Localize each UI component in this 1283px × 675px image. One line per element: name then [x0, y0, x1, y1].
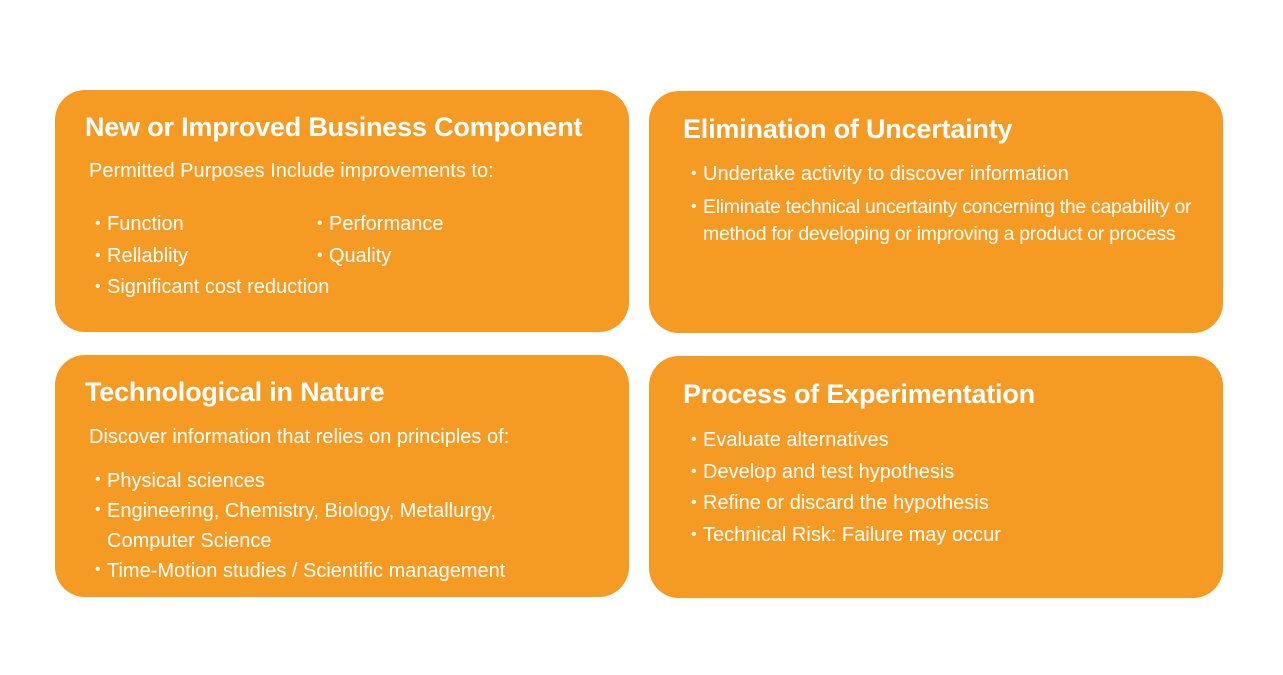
card-technological-in-nature: Technological in Nature Discover informa… [55, 355, 629, 597]
list-item: •Eliminate technical uncertainty concern… [691, 194, 1223, 248]
list-item: •Develop and test hypothesis [691, 457, 1001, 489]
bullet-icon: • [95, 501, 101, 518]
list-item: •Undertake activity to discover informat… [691, 161, 1223, 188]
list-item: •Refine or discard the hypothesis [691, 488, 1001, 520]
list-item: •Time-Motion studies / Scientific manage… [95, 556, 527, 586]
card-title: Process of Experimentation [683, 379, 1035, 409]
bullet-icon: • [691, 525, 697, 543]
bullet-icon: • [691, 165, 697, 182]
bullet-list-right: •Performance •Quality [317, 209, 444, 272]
bullet-icon: • [95, 561, 101, 578]
bullet-list: •Physical sciences •Engineering, Chemist… [95, 466, 527, 586]
card-title: Technological in Nature [85, 377, 385, 407]
list-item: •Rellablity [95, 241, 329, 273]
bullet-icon: • [95, 278, 101, 295]
list-item: •Engineering, Chemistry, Biology, Metall… [95, 496, 527, 556]
bullet-list: •Evaluate alternatives •Develop and test… [691, 425, 1001, 551]
card-title: New or Improved Business Component [85, 112, 583, 142]
card-subtitle: Permitted Purposes Include improvements … [89, 160, 494, 182]
bullet-list-left: •Function •Rellablity •Significant cost … [95, 209, 329, 304]
list-item: •Significant cost reduction [95, 272, 329, 304]
list-item: •Physical sciences [95, 466, 527, 496]
bullet-icon: • [317, 246, 323, 264]
list-item: •Performance [317, 209, 444, 241]
bullet-icon: • [691, 198, 697, 215]
bullet-icon: • [95, 215, 101, 232]
card-title: Elimination of Uncertainty [683, 114, 1013, 144]
card-new-or-improved-business-component: New or Improved Business Component Permi… [55, 90, 629, 332]
bullet-icon: • [95, 471, 101, 488]
list-item: •Function [95, 209, 329, 241]
card-process-of-experimentation: Process of Experimentation •Evaluate alt… [649, 356, 1223, 598]
bullet-icon: • [691, 462, 697, 480]
bullet-icon: • [317, 215, 323, 232]
list-item: •Quality [317, 241, 444, 273]
card-subtitle: Discover information that relies on prin… [89, 426, 510, 448]
card-elimination-of-uncertainty: Elimination of Uncertainty •Undertake ac… [649, 91, 1223, 333]
list-item: •Evaluate alternatives [691, 425, 1001, 457]
bullet-icon: • [95, 246, 101, 264]
bullet-icon: • [691, 494, 697, 511]
list-item: •Technical Risk: Failure may occur [691, 520, 1001, 552]
bullet-icon: • [691, 431, 697, 448]
bullet-list: •Undertake activity to discover informat… [691, 161, 1223, 248]
